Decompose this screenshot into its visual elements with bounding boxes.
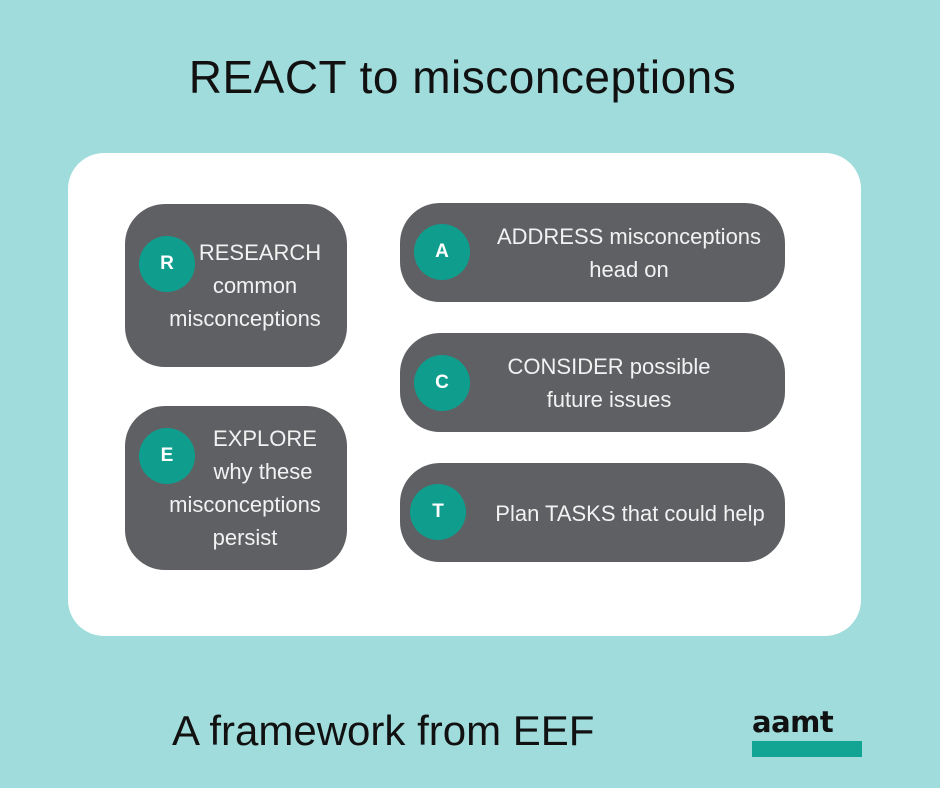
address-pill: A ADDRESS misconceptions head on — [400, 203, 785, 302]
address-line1: ADDRESS misconceptions — [496, 224, 762, 249]
research-line1: RESEARCH — [198, 240, 322, 265]
explore-line3: misconceptions — [169, 492, 321, 517]
framework-card: R RESEARCH common misconceptions E EXPLO… — [68, 153, 861, 636]
consider-badge: C — [414, 355, 470, 411]
explore-text: EXPLORE why these misconceptions persist — [147, 422, 343, 554]
consider-line1: CONSIDER possible — [507, 354, 711, 379]
logo-bar — [752, 741, 862, 757]
footer-text: A framework from EEF — [172, 707, 595, 754]
address-line2: head on — [589, 257, 669, 282]
tasks-text: Plan TASKS that could help — [495, 501, 765, 526]
page-title: REACT to misconceptions — [188, 51, 737, 103]
explore-badge: E — [139, 428, 195, 484]
logo-text: aamt — [752, 705, 834, 739]
consider-pill: C CONSIDER possible future issues — [400, 333, 785, 432]
research-text: RESEARCH common misconceptions — [147, 236, 343, 335]
address-badge: A — [414, 224, 470, 280]
consider-line2: future issues — [546, 387, 672, 412]
research-badge: R — [139, 236, 195, 292]
research-line3: misconceptions — [169, 306, 321, 331]
address-text: ADDRESS misconceptions head on — [484, 220, 774, 286]
tasks-pill: T Plan TASKS that could help — [400, 463, 785, 562]
tasks-badge: T — [410, 484, 466, 540]
explore-line2: why these — [213, 459, 313, 484]
explore-line4: persist — [212, 525, 278, 550]
research-pill: R RESEARCH common misconceptions — [125, 204, 347, 367]
research-line2: common — [212, 273, 298, 298]
explore-pill: E EXPLORE why these misconceptions persi… — [125, 406, 347, 570]
consider-text: CONSIDER possible future issues — [484, 350, 734, 416]
explore-line1: EXPLORE — [213, 426, 317, 451]
aamt-logo: aamt — [752, 706, 862, 758]
